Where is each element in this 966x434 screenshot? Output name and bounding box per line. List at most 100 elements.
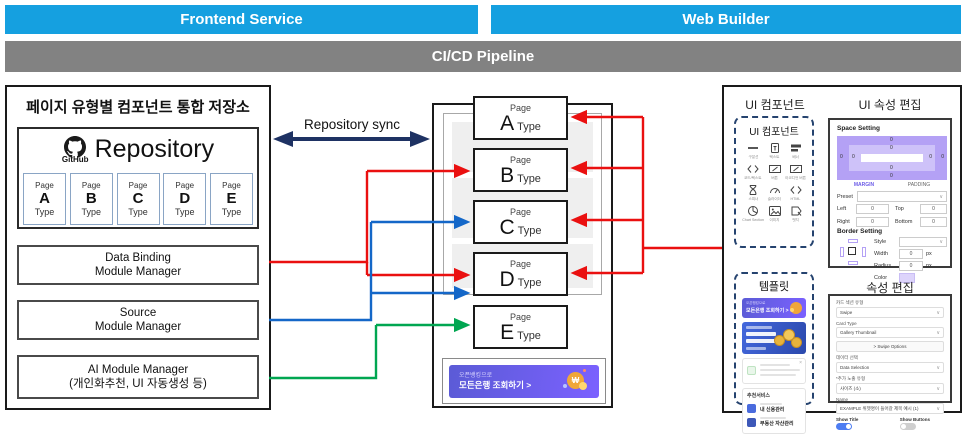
github-icon: GitHub: [61, 135, 89, 164]
chevron-down-icon: ∨: [936, 309, 940, 316]
component-html[interactable]: HTML: [784, 184, 807, 202]
component-image[interactable]: 이미지: [767, 205, 782, 223]
left-input[interactable]: 0: [856, 204, 889, 214]
hourglass-icon: [746, 184, 760, 196]
open-banking-banner[interactable]: 오픈뱅킹으로 모든은행 조회하기 > ₩: [449, 365, 599, 398]
templates-box: 템플릿 오픈뱅킹으로 모든은행 조회하기 > ×: [734, 272, 814, 434]
swipe-options-button[interactable]: > Swipe Options: [836, 341, 944, 352]
name-select[interactable]: EXAMPLE 위젯명이 들어갈 제목 예시 (1)∨: [836, 403, 944, 414]
component-divider[interactable]: 구분선: [741, 142, 765, 160]
show-buttons-label: Show Buttons: [899, 417, 930, 422]
templates-title: 템플릿: [758, 281, 790, 293]
data-selection-select[interactable]: Data Selection∨: [836, 362, 944, 373]
radius-input[interactable]: 0: [899, 261, 923, 271]
show-title-label: Show Title: [836, 417, 859, 422]
width-label: Width: [874, 251, 889, 257]
right-label: Right: [837, 219, 850, 225]
component-badge[interactable]: 뱃지: [784, 205, 807, 223]
px-unit: px: [926, 251, 932, 257]
card-section-type-select[interactable]: Swipe∨: [836, 307, 944, 318]
divider-icon: [746, 142, 760, 154]
ui-components-title: UI 컴포넌트: [745, 98, 805, 112]
left-label: Left: [837, 206, 847, 212]
card-section-type-row: 카드 섹션 유형 Swipe∨: [836, 300, 944, 318]
open-banking-banner-frame: 오픈뱅킹으로 모든은행 조회하기 > ₩: [442, 358, 606, 404]
banner-icon: [789, 142, 803, 154]
chevron-down-icon: ∨: [939, 239, 943, 245]
ui-property-edit-box: Space Setting 0 0 0 0 0 0 0 0 MARGIN PAD…: [828, 118, 952, 283]
ai-module-manager: AI Module Manager(개인화추천, UI 자동생성 등): [17, 355, 259, 399]
name-row: Name EXAMPLE 위젯명이 들어갈 제목 예시 (1)∨: [836, 397, 944, 414]
chevron-down-icon: ∨: [936, 329, 940, 336]
services-title: 추천서비스: [747, 393, 771, 399]
coin-icon: ₩: [563, 369, 589, 395]
property-edit-box: 카드 섹션 유형 Swipe∨ Card Type Gallery Thumbn…: [828, 294, 952, 430]
repo-page-type-e: Page E Type: [210, 173, 253, 225]
margin-label: MARGIN: [853, 182, 875, 188]
chevron-down-icon: ∨: [936, 364, 940, 371]
padding-label: PADDING: [907, 182, 931, 188]
web-builder-panel: UI 컴포넌트 UI 속성 편집 UI 컴포넌트 구분선 텍스트 배너 코드/텍…: [722, 85, 962, 434]
cicd-pipeline-bar: CI/CD Pipeline: [5, 41, 961, 72]
border-side-selector[interactable]: [840, 239, 866, 265]
component-slider[interactable]: 슬라이더: [767, 184, 782, 202]
card-type-select[interactable]: Gallery Thumbnail∨: [836, 327, 944, 338]
border-setting-label: Border Setting: [837, 228, 883, 235]
edit-box-icon: [768, 163, 782, 175]
component-button[interactable]: 버튼: [767, 163, 782, 181]
template-banner-blue[interactable]: [742, 322, 806, 354]
top-label: Top: [895, 206, 904, 212]
component-repository-panel: 페이지 유형별 컴포넌트 통합 저장소 GitHub Repository Pa…: [5, 85, 271, 410]
blue-connector: [269, 222, 373, 322]
template-card-services[interactable]: 추천서비스 내 신용관리 부동산 자산관리: [742, 388, 806, 434]
width-input[interactable]: 0: [899, 249, 923, 259]
component-banner[interactable]: 배너: [784, 142, 807, 160]
coins-illustration: [772, 325, 804, 351]
ui-components-box-title: UI 컴포넌트: [749, 127, 799, 138]
component-text[interactable]: 텍스트: [767, 142, 782, 160]
component-spinner[interactable]: 스피너: [741, 184, 765, 202]
chevron-down-icon: ∨: [936, 405, 940, 412]
image-icon: [768, 205, 782, 217]
show-buttons-toggle[interactable]: [899, 423, 916, 430]
right-input[interactable]: 0: [856, 217, 889, 227]
github-wordmark: GitHub: [61, 154, 89, 164]
show-title-toggle[interactable]: [836, 423, 852, 430]
shape-icon: [789, 205, 803, 217]
bottom-input[interactable]: 0: [920, 217, 947, 227]
left-panel-title: 페이지 유형별 컴포넌트 통합 저장소: [26, 99, 250, 116]
style-select[interactable]: ∨: [899, 237, 947, 247]
space-setting-diagram[interactable]: 0 0 0 0 0 0 0 0: [837, 136, 947, 180]
component-code-text[interactable]: 코드/텍스트: [741, 163, 765, 181]
edit-box-icon: [789, 163, 803, 175]
credit-icon: [747, 403, 756, 413]
preset-select[interactable]: ∨: [856, 191, 947, 202]
top-input[interactable]: 0: [920, 204, 947, 214]
code-icon: [746, 163, 760, 175]
data-selection-row: 데이터 선택 Data Selection∨: [836, 355, 944, 373]
text-icon: [768, 142, 782, 154]
gauge-icon: [768, 184, 782, 196]
ui-components-box: UI 컴포넌트 구분선 텍스트 배너 코드/텍스트 버튼: [734, 116, 814, 248]
ui-props-title: UI 속성 편집: [858, 98, 922, 112]
exposure-type-select[interactable]: 사이즈 (소)∨: [836, 383, 944, 394]
banner-title: 모든은행 조회하기 >: [459, 380, 532, 390]
github-repository-box: GitHub Repository Page A Type Page B Typ…: [17, 127, 259, 229]
template-card-notice[interactable]: ×: [742, 358, 806, 384]
property-edit-title: 속성 편집: [866, 281, 914, 295]
code-icon: [789, 184, 803, 196]
color-swatch[interactable]: [899, 273, 915, 283]
component-accordion-button[interactable]: 아코디언 버튼: [784, 163, 807, 181]
close-icon[interactable]: ×: [799, 360, 802, 366]
radius-label: Radius: [874, 263, 892, 269]
component-chart-section[interactable]: Chart Section: [741, 205, 765, 223]
cicd-pipeline-label: CI/CD Pipeline: [431, 48, 535, 65]
template-banner-purple[interactable]: 오픈뱅킹으로 모든은행 조회하기 >: [742, 298, 806, 318]
ui-components-grid: 구분선 텍스트 배너 코드/텍스트 버튼 아코디언 버튼: [736, 140, 812, 225]
repo-page-type-a: Page A Type: [23, 173, 66, 225]
leaf-icon: [747, 366, 756, 375]
